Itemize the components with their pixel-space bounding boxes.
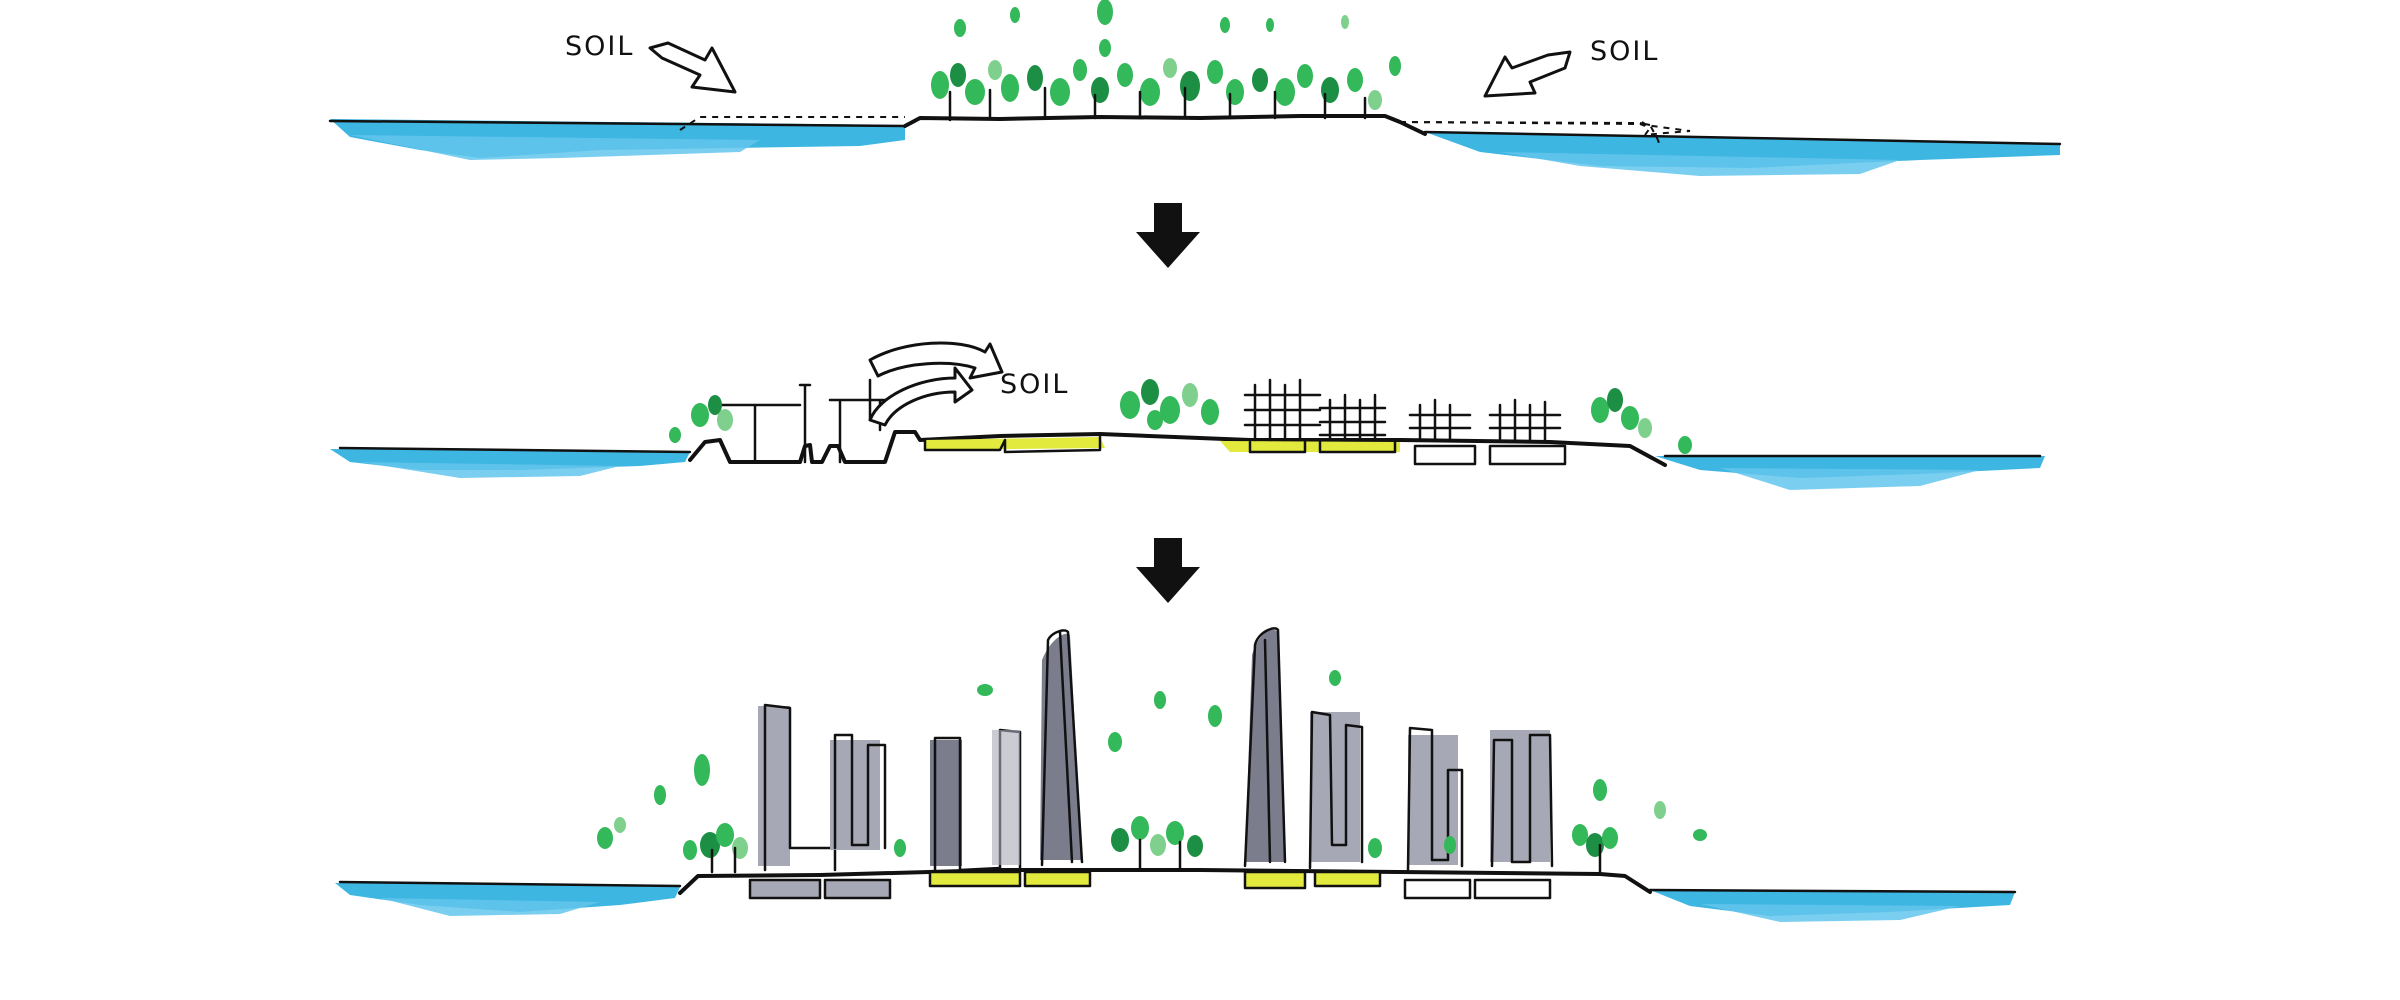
basement-2a (923, 435, 1102, 454)
step-arrow-2-icon (1136, 538, 1200, 603)
tower-5 (1243, 627, 1287, 868)
water-left-stage-2 (330, 449, 690, 478)
soil-arrow-left-icon (648, 41, 737, 94)
soil-arrow-middle-2-icon (868, 366, 974, 427)
stage-1-island-expansion: SOIL SOIL (328, 0, 2062, 176)
island-ground-stage-3 (678, 868, 1652, 895)
tower-6 (1308, 710, 1364, 870)
fill-strip-1 (925, 437, 1105, 450)
stage-3-completed-city (335, 627, 2017, 922)
water-left-stage-1 (330, 119, 905, 160)
waterline-left-1 (328, 119, 907, 128)
crane-1 (718, 383, 812, 464)
fill-extent-right-line (1399, 121, 1661, 148)
soil-label-middle: SOIL (1000, 369, 1069, 400)
tower-4 (1040, 629, 1084, 867)
vegetation-stage-1 (931, 0, 1401, 122)
basement-2c (1413, 444, 1477, 466)
waterline-right-1 (1423, 130, 2062, 146)
soil-arrow-right-icon (1483, 50, 1572, 98)
island-ground-stage-2 (688, 430, 1667, 467)
stage-2-construction: SOIL (330, 341, 2045, 490)
water-right-stage-3 (1650, 890, 2015, 922)
vegetation-stage-3 (597, 670, 1707, 874)
step-arrow-1-icon (1136, 203, 1200, 268)
tower-8 (1490, 733, 1554, 868)
water-left-stage-3 (335, 883, 680, 916)
vegetation-stage-2 (669, 379, 1692, 454)
tower-1 (763, 703, 837, 872)
island-ground-stage-1 (903, 114, 1427, 136)
waterline-2 (338, 446, 2042, 458)
towers-stage-3 (758, 627, 1554, 872)
fill-extent-left (679, 116, 905, 131)
waterline-3 (338, 880, 2017, 894)
scaffold-structures (1243, 378, 1562, 442)
soil-label-right: SOIL (1590, 36, 1659, 67)
soil-label-left: SOIL (565, 31, 634, 62)
tower-2 (833, 733, 887, 850)
crane-2 (828, 378, 902, 464)
basement-2d (1488, 444, 1567, 466)
water-right-stage-2 (1655, 456, 2045, 490)
basement-2b (1248, 440, 1397, 454)
basements-stage-3 (748, 870, 1552, 900)
tower-7 (1406, 726, 1464, 872)
soil-arrow-middle-icon (868, 341, 1004, 380)
fill-strip-2 (1220, 441, 1400, 452)
